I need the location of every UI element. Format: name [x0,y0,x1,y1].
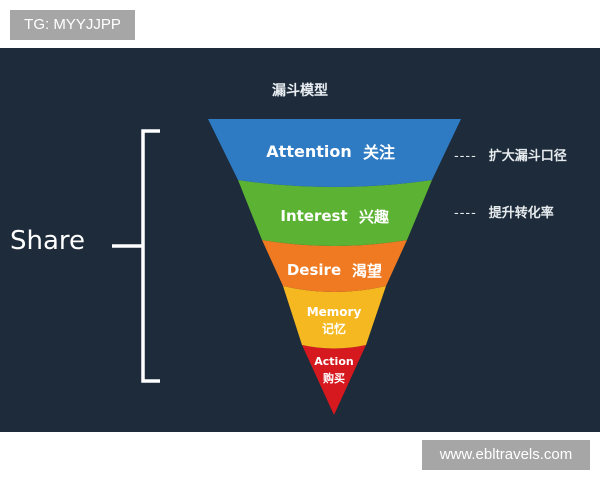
funnel-stage-action [302,345,366,415]
stage-label-action-zh: 购买 [323,371,345,385]
watermark-bottom: www.ebltravels.com [422,440,590,470]
share-bracket [112,129,160,383]
annotation-widen-funnel: ---- 扩大漏斗口径 [454,145,567,164]
stage-label-attention-zh: 关注 [363,143,395,162]
stage-label-memory-zh: 记忆 [322,321,346,336]
funnel-stage-attention [208,119,461,187]
stage-label-memory-en: Memory [307,305,362,319]
dash-connector: ---- [454,206,477,221]
annotation-text: 扩大漏斗口径 [488,149,567,164]
share-label: Share [10,226,86,256]
annotation-text: 提升转化率 [488,206,554,221]
funnel-stage-desire [262,240,407,292]
stage-label-action-en: Action [314,355,353,368]
stage-label-desire-zh: 渴望 [352,262,382,280]
dash-connector: ---- [454,149,477,164]
stage-label-desire-en: Desire [287,261,341,279]
watermark-top: TG: MYYJJPP [10,10,135,40]
funnel-stage-memory [283,286,386,349]
stage-label-interest-zh: 兴趣 [359,208,390,226]
funnel-stage-interest [238,180,432,246]
diagram-title: 漏斗模型 [272,83,328,99]
stage-label-interest-en: Interest [280,207,347,225]
stage-label-attention-en: Attention [266,142,351,161]
annotation-conversion-rate: ---- 提升转化率 [454,202,554,221]
